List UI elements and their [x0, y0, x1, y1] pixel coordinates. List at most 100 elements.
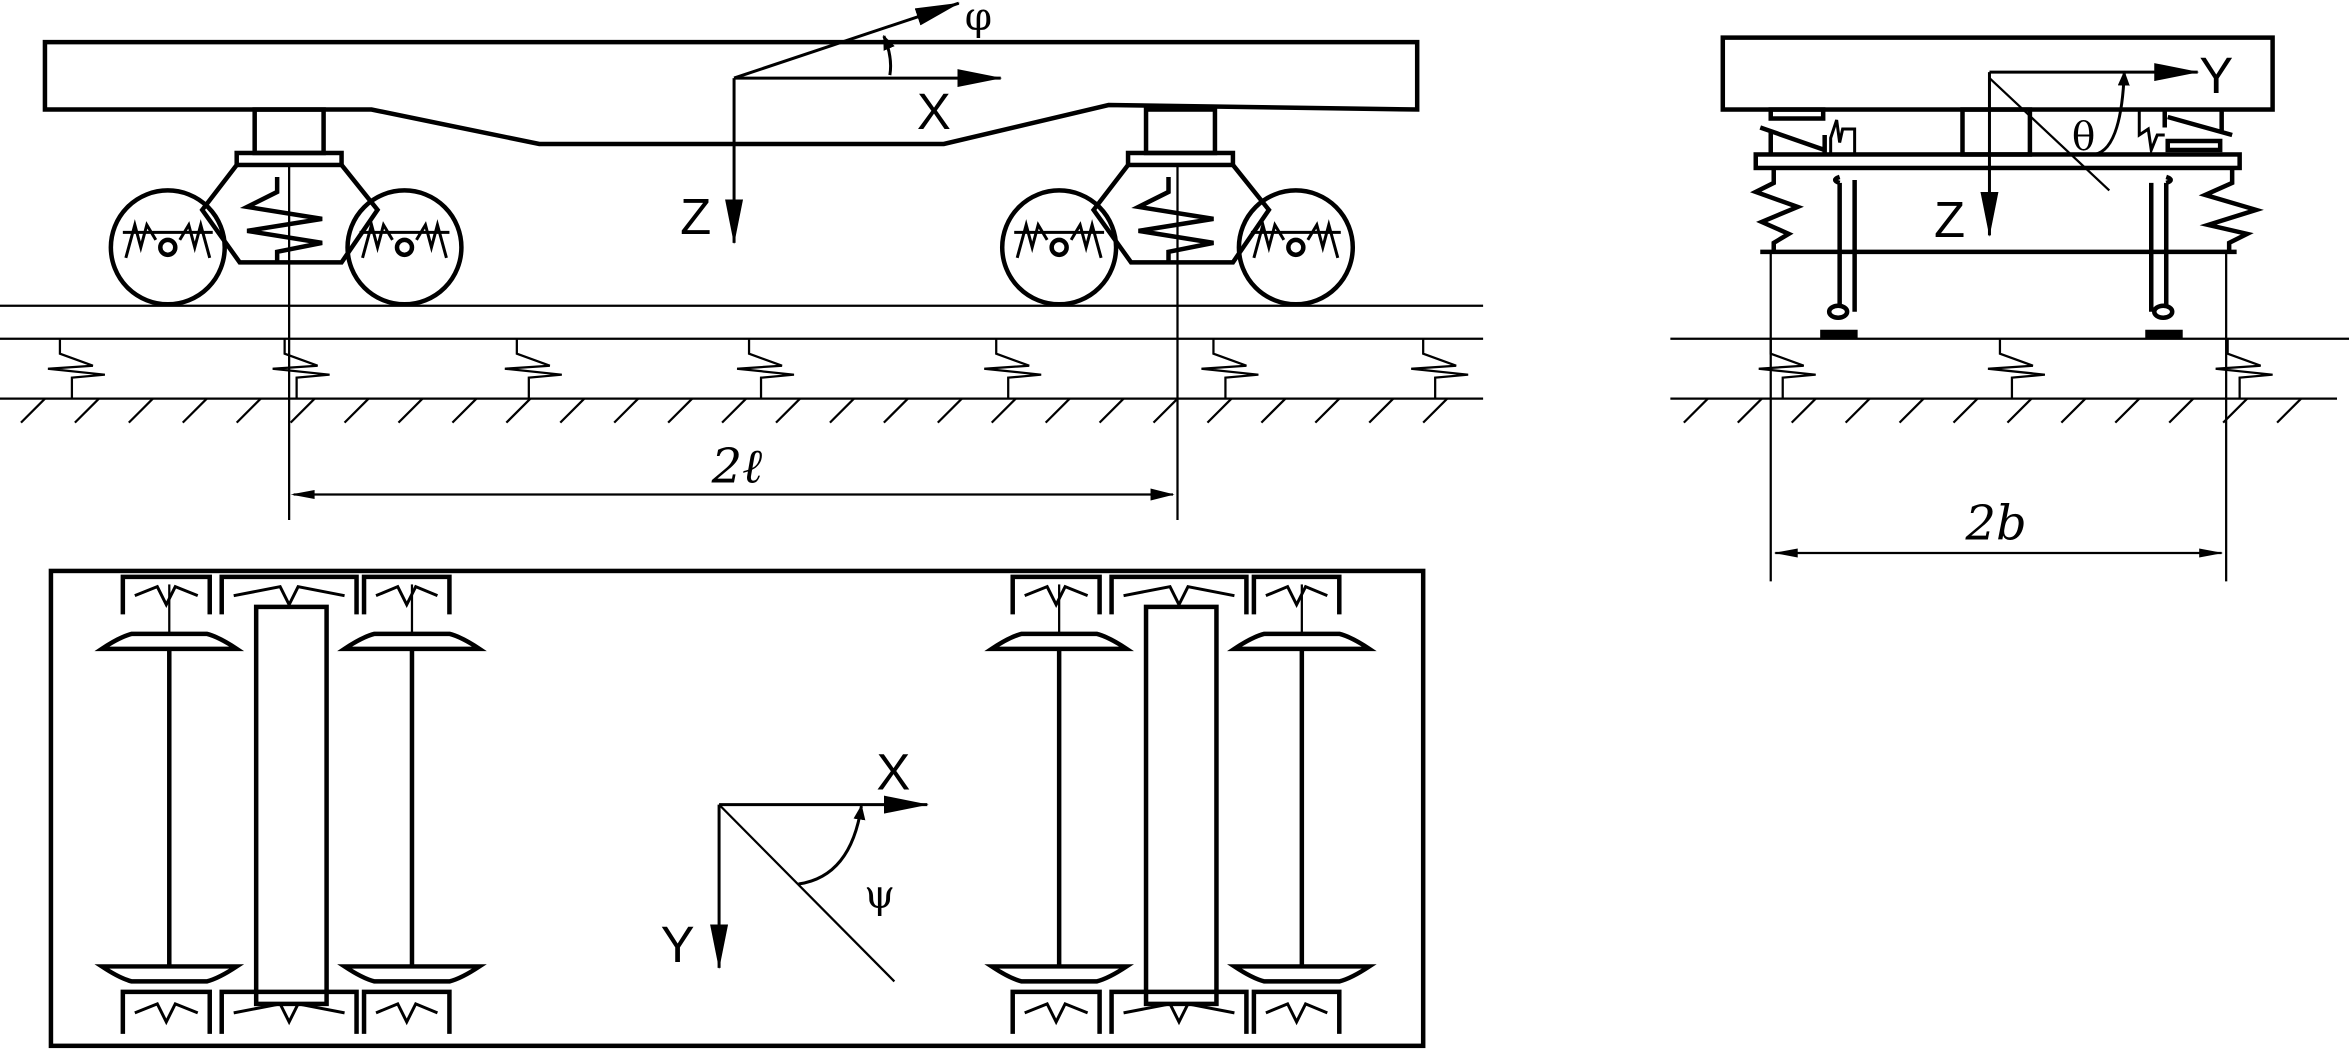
y-axis-label-plan: Y [661, 916, 695, 973]
hatch-mark [1736, 397, 1763, 424]
hatch-mark [1098, 397, 1125, 424]
spring-symbol [134, 1001, 199, 1026]
hatch-mark [1952, 397, 1979, 424]
central-spring [1131, 176, 1214, 263]
hatch-mark [1683, 397, 1709, 424]
axle-box [1049, 237, 1069, 258]
roll-angle-arc [2093, 70, 2130, 156]
roll-line [1988, 77, 2111, 192]
dimension-2b-label: 2b [1964, 496, 2026, 551]
wheel-left [1832, 174, 1857, 312]
dimension-arrow-right-end [2199, 548, 2224, 558]
dimension-2l-label: 2ℓ [711, 440, 762, 495]
wheel-top [984, 631, 1134, 652]
hatch-mark [1898, 397, 1925, 424]
hatch-mark [2168, 397, 2194, 424]
axle-box [158, 237, 178, 258]
hatch-mark [1790, 397, 1817, 424]
spring-symbol [375, 584, 439, 608]
side-bearer-left [1759, 107, 1857, 155]
secondary-spring-right [2198, 167, 2264, 252]
spring-box [361, 989, 452, 1034]
wheel-contact-left [1826, 303, 1850, 321]
hatch-mark [883, 397, 909, 424]
wheel-bottom [1227, 964, 1377, 984]
bogie-side-1 [108, 107, 464, 307]
spring-symbol [233, 584, 345, 608]
track-spring [1411, 338, 1469, 399]
spring-symbol [1024, 1001, 1089, 1026]
bogie-plan-1 [94, 574, 487, 1034]
spring-box [1251, 989, 1342, 1034]
hatch-mark [1260, 397, 1287, 424]
hatch-mark [2276, 397, 2302, 424]
wheel-contact-right [2152, 303, 2175, 321]
spring-box [120, 989, 212, 1034]
bogie-side-2 [999, 107, 1356, 307]
wheel-top [337, 631, 487, 652]
track-spring [1201, 338, 1259, 399]
track-spring [984, 338, 1042, 399]
center-bowl [252, 107, 326, 156]
wheel-bottom [94, 964, 245, 984]
wheel-right [2149, 174, 2173, 312]
bolster [1143, 604, 1219, 1007]
hatch-mark [1314, 397, 1341, 424]
wheel [108, 188, 227, 307]
primary-spring-damper [1250, 219, 1341, 259]
side-view: 2ℓ X Z φ [0, 0, 1484, 521]
wheel-top [94, 631, 245, 652]
track-springs [47, 338, 1469, 399]
hatch-mark [721, 397, 747, 424]
rail-head-left [1820, 329, 1858, 339]
wheel-bottom [337, 964, 487, 984]
z-axis-label: Z [680, 188, 711, 245]
track-spring [47, 338, 105, 399]
hatch-mark [937, 397, 963, 424]
track-spring [504, 338, 562, 399]
hatch-mark [1044, 397, 1071, 424]
spring-symbol [134, 584, 199, 608]
ground-hatching [20, 397, 1448, 424]
center-bowl [1143, 107, 1218, 156]
spring-symbol [1123, 1002, 1235, 1026]
x-axis-label: X [917, 83, 951, 140]
hatch-mark [397, 397, 424, 424]
roll-angle-label: θ [2072, 115, 2095, 160]
spring-box [1109, 574, 1249, 615]
track-springs-end [1758, 338, 2273, 399]
track-spring [1987, 338, 2046, 399]
wheel [345, 188, 464, 307]
hatch-mark [2060, 397, 2087, 424]
track-spring [1758, 338, 1816, 399]
track-spring [272, 338, 330, 399]
hatch-mark [1422, 397, 1448, 424]
spring-box [1010, 989, 1102, 1034]
spring-box [1251, 574, 1342, 615]
wheel-top [1227, 631, 1377, 652]
hatch-mark [343, 397, 370, 424]
pitch-angle-arc [882, 34, 895, 76]
spring-symbol [233, 1002, 345, 1026]
bolster [253, 604, 329, 1007]
wheel [999, 188, 1119, 307]
primary-spring-damper [122, 219, 213, 259]
rail-head-right [2145, 329, 2183, 339]
hatch-mark [2114, 397, 2141, 424]
hatch-mark [1206, 397, 1233, 424]
ground-hatching-end [1683, 397, 2302, 424]
spring-symbol [1265, 1001, 1328, 1026]
hatch-mark [1844, 397, 1871, 424]
dimension-arrow-left [290, 490, 315, 500]
hatch-mark [181, 397, 208, 424]
spring-symbol [1265, 584, 1328, 608]
hatch-mark [289, 397, 316, 424]
yaw-line [718, 803, 896, 983]
car-body [42, 39, 1420, 147]
x-axis-label-plan: X [876, 744, 910, 801]
spring-box [120, 574, 212, 615]
bogie-plan-2 [984, 574, 1377, 1034]
spring-symbol [375, 1001, 439, 1026]
end-view: 2b Y Z θ [1670, 35, 2349, 582]
center-pivot [1960, 107, 2033, 157]
